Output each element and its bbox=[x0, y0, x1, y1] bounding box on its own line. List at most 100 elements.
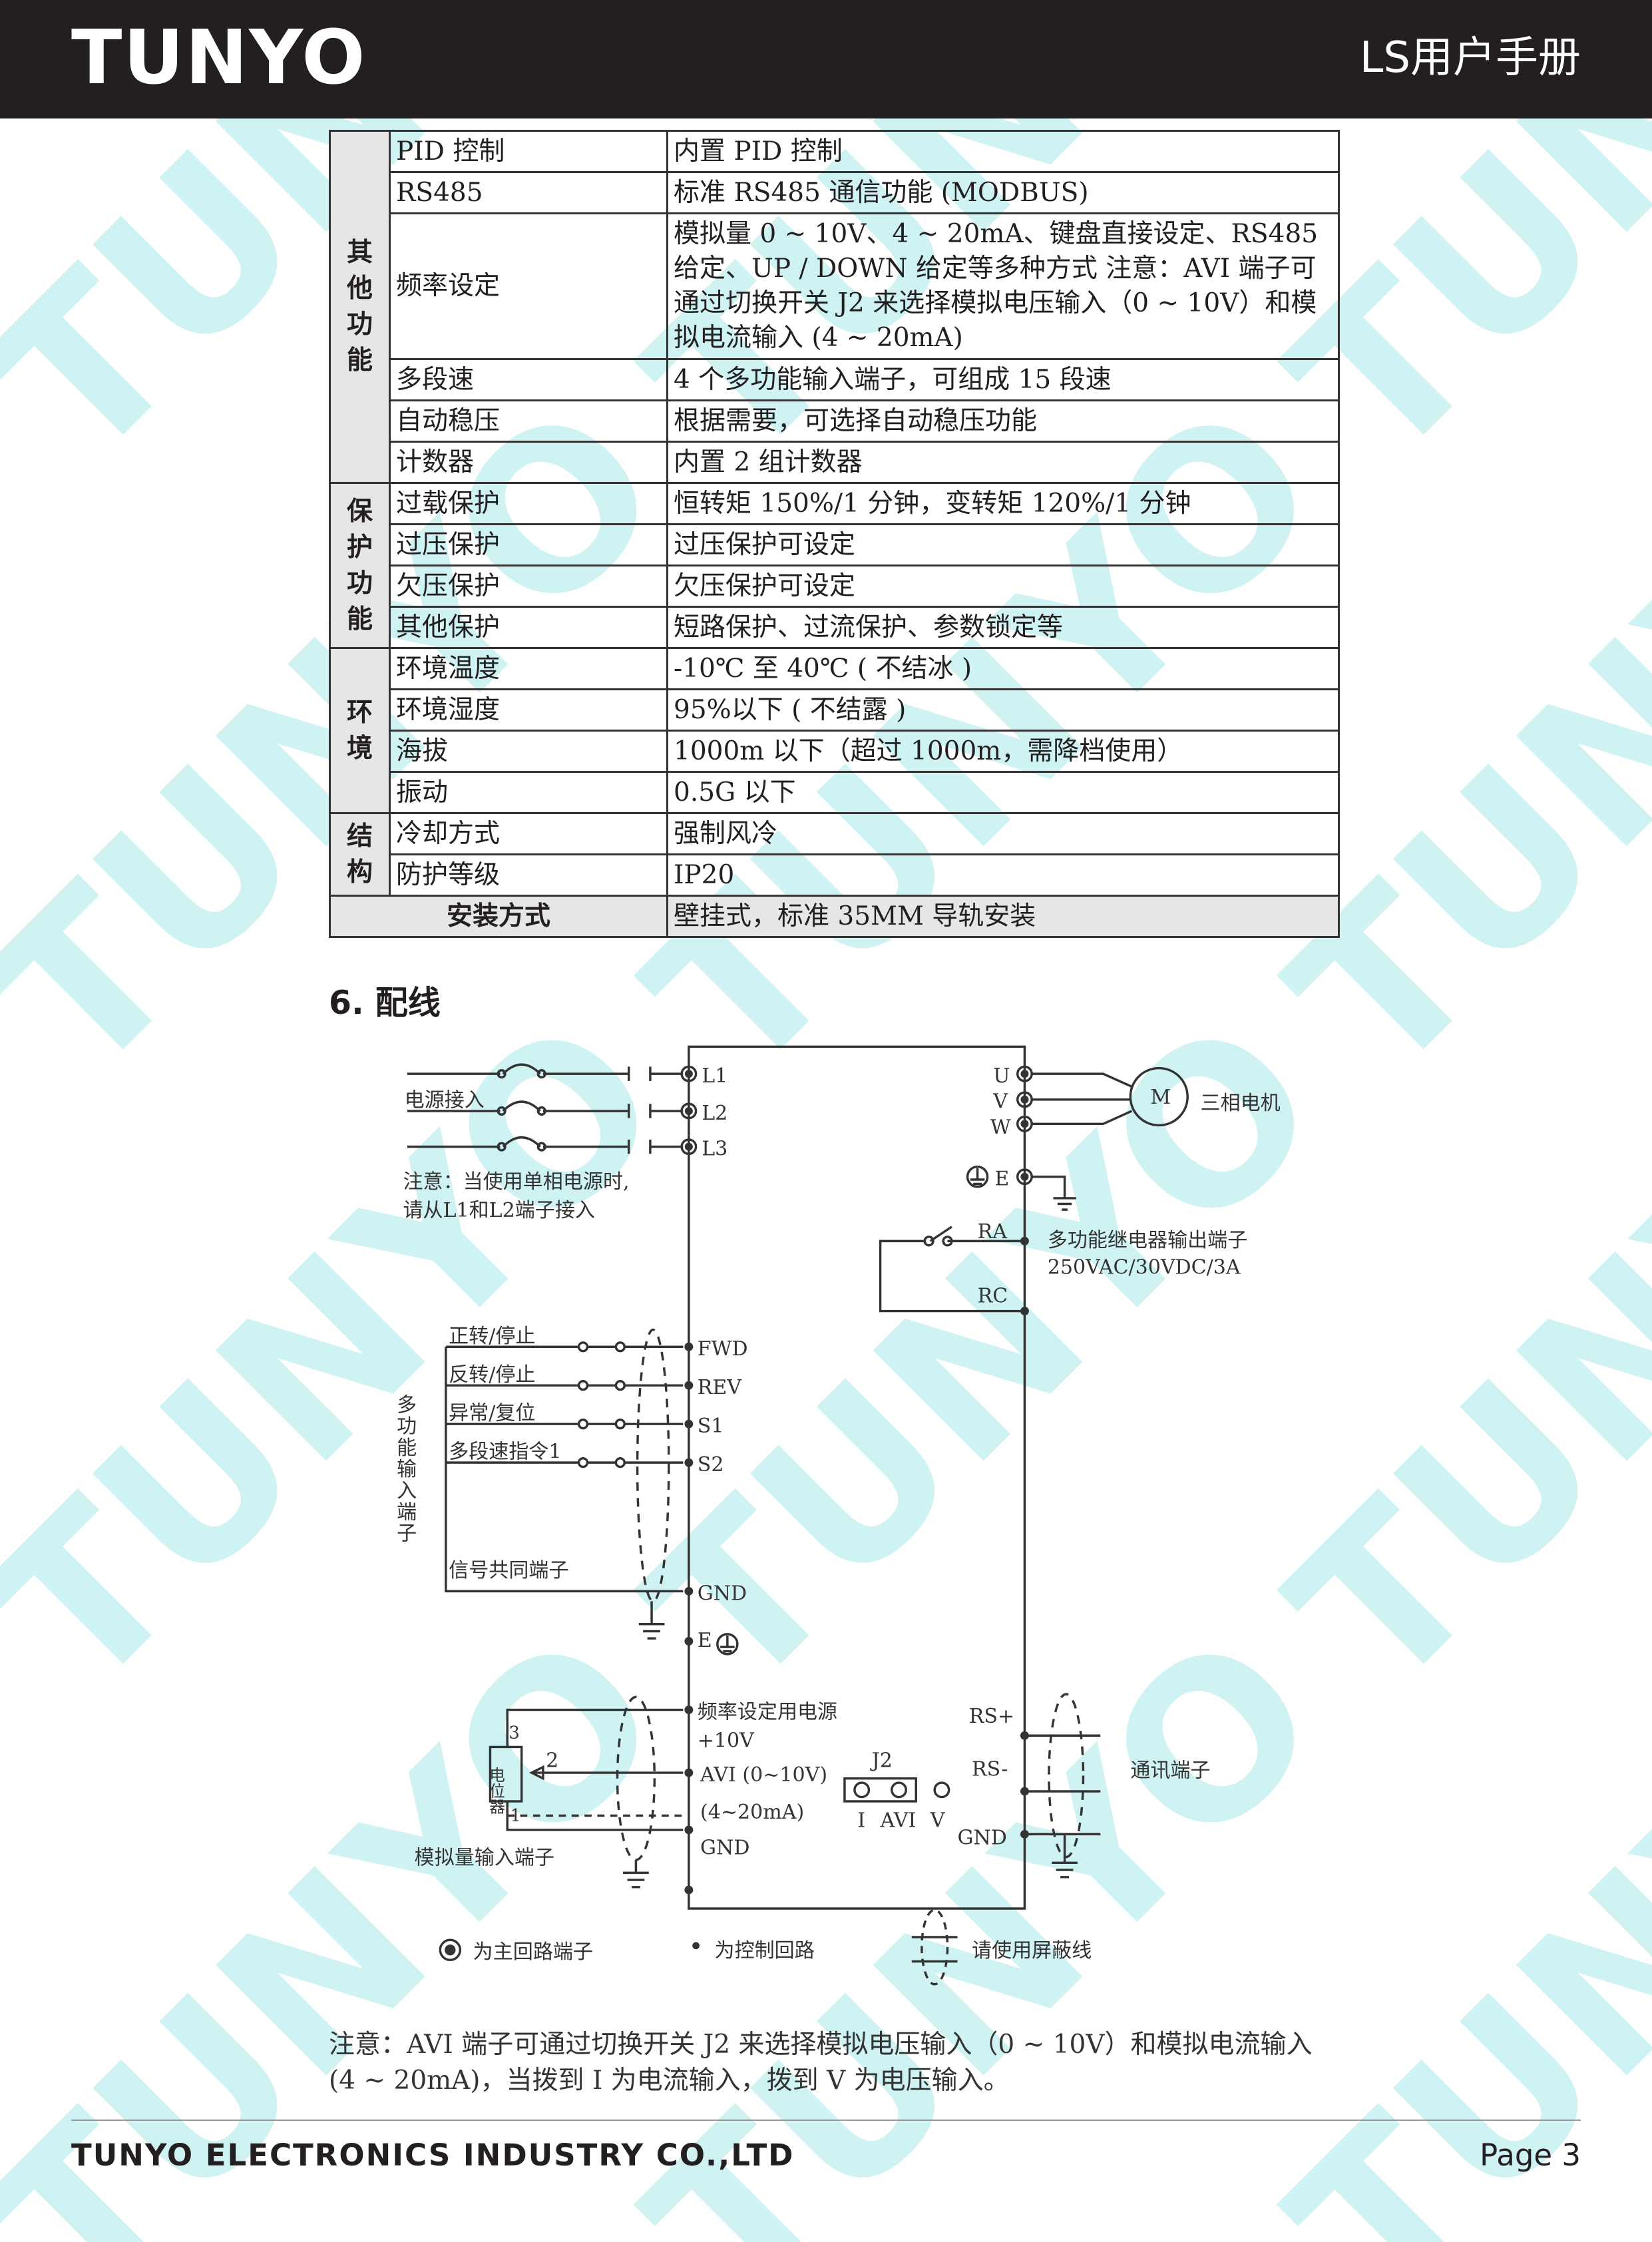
j2-jumper bbox=[843, 1777, 917, 1803]
row-name: 其他保护 bbox=[389, 606, 668, 649]
group-other: 其他功能 bbox=[329, 130, 391, 484]
table-row: 欠压保护欠压保护可设定 bbox=[330, 564, 1340, 608]
label: V bbox=[992, 1090, 1008, 1114]
row-name: PID 控制 bbox=[389, 130, 668, 173]
table-row: 保护功能过载保护恒转矩 150%/1 分钟，变转矩 120%/1 分钟 bbox=[329, 482, 1340, 649]
label: E bbox=[698, 1629, 712, 1652]
label: +10V bbox=[698, 1729, 755, 1752]
label: 多功能输入端子 bbox=[393, 1394, 416, 1544]
earth-icon bbox=[716, 1633, 739, 1656]
label: U bbox=[993, 1064, 1010, 1088]
row-value: -10℃ 至 40℃ ( 不结冰 ) bbox=[666, 647, 1340, 690]
label: S1 bbox=[698, 1415, 724, 1438]
label: (4~20mA) bbox=[700, 1801, 804, 1824]
table-row: 过压保护过压保护可设定 bbox=[330, 523, 1340, 566]
main-terminal-icon bbox=[680, 1065, 1033, 1186]
label: GND bbox=[700, 1836, 749, 1859]
row-name: 冷却方式 bbox=[389, 812, 668, 855]
label: 频率设定用电源 bbox=[698, 1700, 837, 1723]
label: M bbox=[1150, 1086, 1171, 1109]
label: 电位器 bbox=[487, 1767, 505, 1814]
ground-icon bbox=[1032, 1176, 1076, 1211]
label: L2 bbox=[702, 1102, 727, 1125]
label: 异常/复位 bbox=[449, 1402, 535, 1425]
label: GND bbox=[958, 1826, 1007, 1849]
row-value: 内置 PID 控制 bbox=[666, 130, 1340, 173]
label: 请从L1和L2端子接入 bbox=[403, 1199, 594, 1222]
brand-logo: TUNYO bbox=[71, 15, 367, 101]
label: E bbox=[994, 1168, 1009, 1191]
label: 为控制回路 bbox=[715, 1939, 815, 1962]
label: 模拟量输入端子 bbox=[415, 1846, 554, 1869]
row-name: 振动 bbox=[389, 771, 668, 814]
label: L1 bbox=[702, 1064, 727, 1088]
footer-divider bbox=[71, 2120, 1581, 2121]
row-value: 内置 2 组计数器 bbox=[666, 441, 1340, 484]
ground-icon bbox=[638, 1601, 665, 1640]
manual-title: LS用户手册 bbox=[1359, 33, 1581, 83]
diagram-labels: 电源接入 L1 L2 L3 注意：当使用单相电源时, 请从L1和L2端子接入 U… bbox=[393, 1064, 1281, 1964]
table-row: 其他保护短路保护、过流保护、参数锁定等 bbox=[330, 606, 1340, 649]
shield-icon bbox=[1048, 1693, 1085, 1859]
input-wires bbox=[445, 1341, 684, 1593]
label: 信号共同端子 bbox=[449, 1559, 568, 1582]
label: I bbox=[857, 1809, 865, 1833]
potentiometer-icon bbox=[489, 1745, 523, 1803]
label: 三相电机 bbox=[1201, 1092, 1281, 1115]
label: RS+ bbox=[969, 1705, 1014, 1728]
control-terminal-icon bbox=[684, 1236, 1029, 1950]
row-value: 壁挂式，标准 35MM 导轨安装 bbox=[666, 895, 1340, 938]
row-value: 根据需要，可选择自动稳压功能 bbox=[666, 399, 1340, 443]
label: 反转/停止 bbox=[449, 1363, 535, 1387]
row-value: 1000m 以下（超过 1000m，需降档使用） bbox=[666, 730, 1340, 773]
table-row: 安装方式壁挂式，标准 35MM 导轨安装 bbox=[329, 895, 1340, 938]
table-row: 计数器内置 2 组计数器 bbox=[330, 441, 1340, 484]
row-name: 过载保护 bbox=[389, 482, 668, 525]
avi-note: 注意：AVI 端子可通过切换开关 J2 来选择模拟电压输入（0 ~ 10V）和模… bbox=[329, 2030, 1313, 2096]
group-struct: 结构 bbox=[329, 812, 391, 897]
label: W bbox=[990, 1116, 1011, 1139]
label: 250VAC/30VDC/3A bbox=[1048, 1256, 1241, 1279]
row-name: 环境温度 bbox=[389, 647, 668, 690]
label: RA bbox=[978, 1220, 1008, 1243]
row-name: 欠压保护 bbox=[389, 564, 668, 608]
earth-icon bbox=[966, 1165, 989, 1188]
label: 1 bbox=[510, 1806, 520, 1826]
label: FWD bbox=[698, 1337, 748, 1361]
row-name: 自动稳压 bbox=[389, 399, 668, 443]
power-lines bbox=[407, 1063, 684, 1154]
row-name: 海拔 bbox=[389, 730, 668, 773]
section-title: 6. 配线 bbox=[329, 984, 441, 1022]
label: 通讯端子 bbox=[1130, 1759, 1210, 1782]
label: 2 bbox=[546, 1749, 558, 1772]
label: 多功能继电器输出端子 bbox=[1048, 1229, 1247, 1252]
row-name: 频率设定 bbox=[389, 212, 668, 360]
row-value: 欠压保护可设定 bbox=[666, 564, 1340, 608]
table-row: 自动稳压根据需要，可选择自动稳压功能 bbox=[330, 399, 1340, 443]
drive-box bbox=[688, 1045, 1026, 1910]
motor-wires bbox=[1032, 1072, 1133, 1126]
table-row: 频率设定模拟量 0 ~ 10V、4 ~ 20mA、键盘直接设定、RS485 给定… bbox=[330, 212, 1340, 360]
label: J2 bbox=[870, 1749, 893, 1772]
row-value: 模拟量 0 ~ 10V、4 ~ 20mA、键盘直接设定、RS485 给定、UP … bbox=[666, 212, 1340, 360]
row-name: 防护等级 bbox=[389, 853, 668, 897]
company-name: TUNYO ELECTRONICS INDUSTRY CO.,LTD bbox=[71, 2137, 795, 2173]
label: 3 bbox=[509, 1723, 519, 1743]
label: 请使用屏蔽线 bbox=[972, 1939, 1092, 1962]
table-row: 结构冷却方式强制风冷 bbox=[329, 812, 1340, 897]
row-value: 过压保护可设定 bbox=[666, 523, 1340, 566]
row-name: 过压保护 bbox=[389, 523, 668, 566]
row-value: 0.5G 以下 bbox=[666, 771, 1340, 814]
label: AVI bbox=[880, 1809, 917, 1833]
group-protect: 保护功能 bbox=[329, 482, 391, 649]
label: 多段速指令1 bbox=[449, 1441, 561, 1464]
row-value: 短路保护、过流保护、参数锁定等 bbox=[666, 606, 1340, 649]
shield-legend-icon bbox=[921, 1908, 949, 1986]
row-value: 标准 RS485 通信功能 (MODBUS) bbox=[666, 171, 1340, 214]
row-name: 计数器 bbox=[389, 441, 668, 484]
